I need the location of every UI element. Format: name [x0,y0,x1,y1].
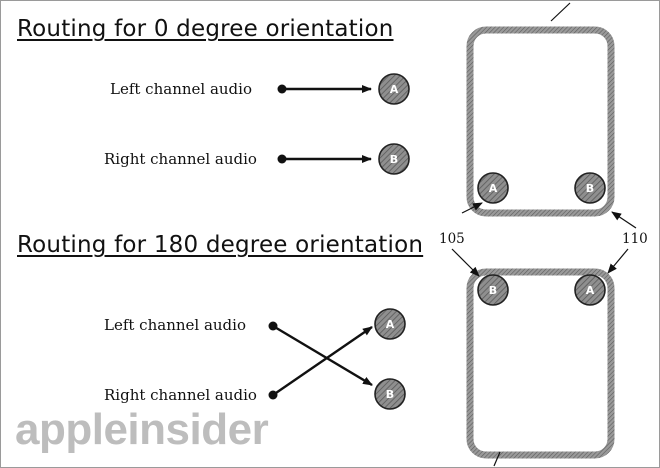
speaker-b-label: B [386,388,394,401]
device-speaker-b-bottom: B [477,274,509,306]
label-left-channel-180: Left channel audio [104,316,246,334]
device-outline-180-degree [466,268,615,459]
leader-line-bottom [493,451,501,467]
speaker-b-label: B [390,153,398,166]
heading-180-degree: Routing for 180 degree orientation [17,232,424,258]
speaker-a-label: A [586,284,595,297]
speaker-b-routing-180: B [374,378,406,410]
arrow-left-to-b-180 [272,324,373,387]
speaker-b-routing-0: B [378,143,410,175]
leader-line-top [550,2,571,22]
label-right-channel-180: Right channel audio [104,386,257,404]
speaker-b-label: B [586,182,594,195]
reference-110: 110 [622,231,648,247]
label-left-channel-0: Left channel audio [110,80,252,98]
speaker-b-label: B [489,284,497,297]
arrow-right-to-a-180 [272,326,373,396]
heading-0-degree: Routing for 0 degree orientation [17,16,394,42]
device-outline-0-degree [466,26,615,217]
leader-line-105-bottom [451,248,480,277]
speaker-a-label: A [386,318,395,331]
device-speaker-a-top: A [477,172,509,204]
leader-line-110-top [611,211,637,229]
reference-105: 105 [439,231,465,247]
device-speaker-b-top: B [574,172,606,204]
device-speaker-a-bottom: A [574,274,606,306]
label-right-channel-0: Right channel audio [104,150,257,168]
speaker-a-routing-0: A [378,73,410,105]
leader-line-110-bottom [607,248,629,274]
speaker-a-routing-180: A [374,308,406,340]
appleinsider-watermark: appleinsider [15,405,269,454]
speaker-a-label: A [489,182,498,195]
speaker-a-label: A [390,83,399,96]
leader-line-105-top [461,202,483,214]
